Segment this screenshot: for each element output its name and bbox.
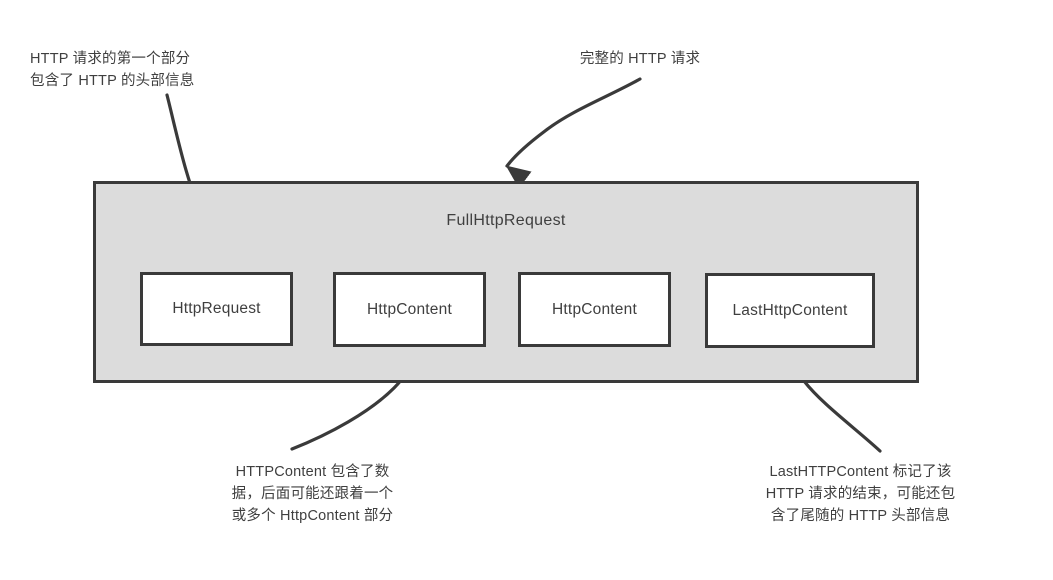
part-label: HttpContent: [552, 300, 637, 318]
container-label: FullHttpRequest: [446, 212, 566, 229]
annotation-bottom-right: LastHTTPContent 标记了该 HTTP 请求的结束，可能还包 含了尾…: [765, 464, 956, 524]
part-box-lasthttpcontent: LastHttpContent: [705, 273, 875, 348]
arrow-to-container: [505, 77, 642, 189]
part-box-httpcontent-1: HttpContent: [333, 272, 486, 347]
annotation-top-left: HTTP 请求的第一个部分 包含了 HTTP 的头部信息: [30, 51, 195, 89]
part-label: HttpContent: [367, 300, 452, 318]
part-label: HttpRequest: [172, 300, 261, 317]
annotation-top-center: 完整的 HTTP 请求: [579, 51, 701, 67]
part-box-httpcontent-2: HttpContent: [518, 272, 671, 347]
part-label: LastHttpContent: [732, 301, 848, 319]
part-box-httprequest: HttpRequest: [140, 272, 293, 346]
annotation-bottom-left: HTTPContent 包含了数 据，后面可能还跟着一个 或多个 HttpCon…: [231, 464, 394, 524]
